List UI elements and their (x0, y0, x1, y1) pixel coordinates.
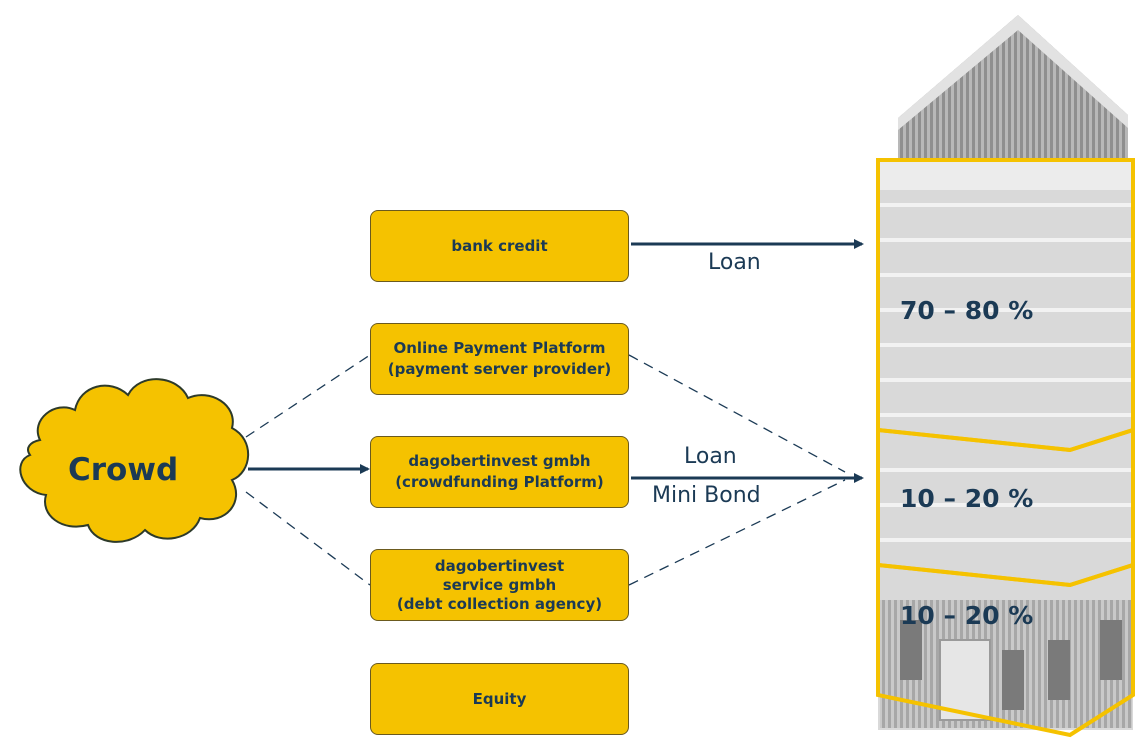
online-payment-box: Online Payment Platform (payment server … (370, 323, 629, 395)
share-middle-label: 10 – 20 % (900, 484, 1034, 513)
dagobertinvest-gmbh-title: dagobertinvest gmbh (408, 452, 591, 470)
dashed-connectors (245, 354, 846, 586)
equity-box: Equity (370, 663, 629, 735)
service-gmbh-box: dagobertinvest service gmbh (debt collec… (370, 549, 629, 621)
crowd-loan-label: Loan (684, 444, 737, 469)
crowd-cloud (19, 378, 250, 543)
service-gmbh-line3: (debt collection agency) (396, 594, 603, 613)
building (876, 15, 1135, 738)
online-payment-subtitle: (payment server provider) (387, 360, 612, 378)
share-bottom-label: 10 – 20 % (900, 601, 1034, 630)
service-gmbh-line1: dagobertinvest (434, 556, 565, 575)
equity-label: Equity (472, 689, 527, 708)
service-gmbh-line2: service gmbh (442, 575, 557, 594)
crowd-label: Crowd (68, 452, 179, 488)
online-payment-title: Online Payment Platform (393, 339, 606, 357)
building-section-bottom (876, 562, 1135, 738)
dagobertinvest-gmbh-box: dagobertinvest gmbh (crowdfunding Platfo… (370, 436, 629, 508)
dagobertinvest-gmbh-subtitle: (crowdfunding Platform) (395, 473, 604, 491)
building-roof (898, 15, 1128, 160)
mini-bond-label: Mini Bond (652, 483, 761, 508)
bank-credit-label: bank credit (451, 236, 548, 255)
building-floors (880, 203, 1132, 542)
bank-credit-box: bank credit (370, 210, 629, 282)
share-top-label: 70 – 80 % (900, 296, 1034, 325)
bank-loan-label: Loan (708, 250, 761, 275)
